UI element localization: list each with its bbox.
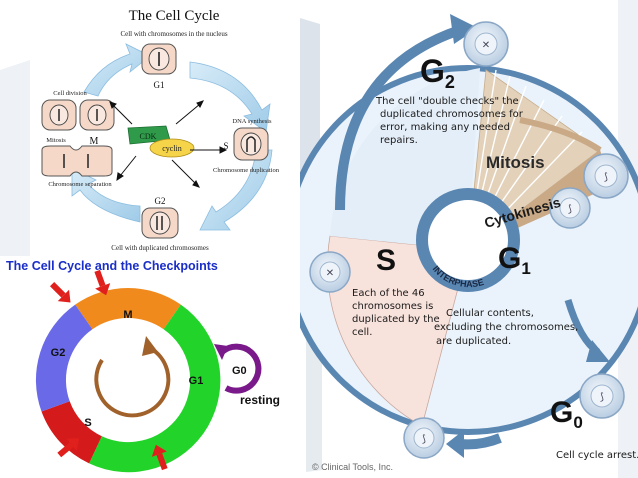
cdk-label: CDK: [140, 132, 157, 141]
g0-label: G0: [232, 365, 247, 377]
ring-segment-g2: [35, 304, 93, 412]
svg-text:⟆: ⟆: [568, 204, 572, 215]
g2-label: G2: [155, 196, 166, 206]
cycle-arrow-left-top: [83, 43, 151, 97]
copyright-label: © Clinical Tools, Inc.: [312, 462, 393, 472]
g2-text-line-1: The cell "double checks" the: [375, 96, 519, 107]
svg-text:✕: ✕: [326, 268, 334, 279]
ring-segment-g1: [89, 304, 221, 473]
g2-text-line-4: repairs.: [380, 135, 418, 146]
g2-to-m-arrow: [335, 25, 462, 211]
g0-loop: [220, 343, 262, 394]
cell-top: ✕: [463, 21, 509, 67]
g2-description: The cell "double checks" the duplicated …: [375, 96, 524, 146]
mitosis-label: Mitosis: [46, 137, 66, 144]
checkpoints-svg: The Cell Cycle and the Checkpoints M G2 …: [0, 256, 300, 478]
mitosis-heading: Mitosis: [486, 153, 545, 172]
phases-svg: INTERPHASE ✕ ⟆ ⟆ ✕: [300, 0, 638, 478]
s-text-line-4: cell.: [352, 327, 372, 338]
checkpoints-title: The Cell Cycle and the Checkpoints: [6, 259, 218, 273]
checkpoint-g2-label: G2: [51, 347, 66, 359]
checkpoint-arrows: [49, 269, 168, 471]
cell-right-middle: ⟆: [549, 187, 591, 229]
mitosis-exit-arrow: [519, 117, 602, 153]
svg-text:✕: ✕: [482, 40, 490, 51]
s-text-line-2: chromosomes is: [352, 301, 433, 312]
regulation-arrows: [109, 100, 228, 188]
top-cell-label: Cell with chromosomes in the nucleus: [120, 30, 227, 38]
phases-diagram: INTERPHASE ✕ ⟆ ⟆ ✕: [300, 0, 638, 478]
backdrop-shape: [0, 60, 30, 256]
ring-segment-m: [75, 287, 181, 330]
g1-heading: G1: [498, 242, 531, 278]
checkpoint-g1-label: G1: [189, 375, 204, 387]
cycle-arrow-right-bottom: [199, 149, 273, 231]
g1-text-line-2: excluding the chromosomes,: [434, 322, 578, 333]
checkpoint-s-label: S: [84, 417, 91, 429]
svg-text:⟆: ⟆: [422, 434, 426, 445]
cell-division-label: Cell division: [53, 90, 87, 97]
s-label: S: [223, 141, 228, 151]
svg-text:⟆: ⟆: [600, 392, 604, 403]
chromosome-duplication-label: Chromosome duplication: [213, 167, 280, 174]
cyclin-shape: [149, 138, 195, 158]
g2-to-m-arrowhead: [450, 14, 478, 44]
inner-cycle-arrowhead: [142, 336, 158, 356]
dividing-cell: [41, 145, 113, 177]
g2-text-line-3: error, making any needed: [380, 122, 510, 133]
resting-label: resting: [240, 393, 280, 407]
inner-cycle-arrow: [94, 346, 171, 418]
s-text-line-1: Each of the 46: [352, 288, 425, 299]
g1-label: G1: [154, 80, 165, 90]
s-heading: S: [376, 244, 396, 277]
bottom-cell-label: Cell with duplicated chromosomes: [111, 244, 209, 252]
s-text-line-3: duplicated by the: [352, 314, 440, 325]
g0-heading: G0: [550, 396, 583, 432]
s-to-g1-arrowhead: [446, 430, 464, 458]
cell-bottom: ⟆: [403, 417, 445, 459]
g0-description: Cell cycle arrest.: [556, 450, 638, 461]
cell-g0: ⟆: [579, 373, 625, 419]
dna-synthesis-label: DNA synthesis: [232, 118, 272, 125]
g0-loop-arrowhead: [214, 344, 228, 360]
m-label: M: [90, 136, 99, 147]
chromosome-separation-label: Chromosome separation: [48, 181, 112, 188]
cell-cycle-svg: The Cell Cycle Cell with chromosomes in …: [0, 0, 300, 256]
interphase-ring: [416, 188, 520, 292]
cell-left: ✕: [309, 251, 351, 293]
g1-description: Cellular contents, excluding the chromos…: [434, 308, 578, 347]
cell-cycle-diagram: The Cell Cycle Cell with chromosomes in …: [0, 0, 300, 256]
g2-heading: G2: [420, 53, 455, 92]
cyclin-label: cyclin: [162, 144, 182, 153]
checkpoint-m-label: M: [123, 309, 132, 321]
svg-text:⟆: ⟆: [604, 172, 608, 183]
cell-cycle-title: The Cell Cycle: [129, 8, 220, 24]
ring-segment-s: [41, 401, 102, 464]
s-description: Each of the 46 chromosomes is duplicated…: [352, 288, 440, 338]
cell-right-upper: ⟆: [583, 153, 629, 199]
checkpoints-diagram: The Cell Cycle and the Checkpoints M G2 …: [0, 256, 300, 478]
g2-text-line-2: duplicated chromosomes for: [380, 109, 524, 120]
g1-text-line-1: Cellular contents,: [446, 308, 534, 319]
g1-text-line-3: are duplicated.: [436, 336, 511, 347]
g0-arrowhead: [586, 340, 610, 362]
